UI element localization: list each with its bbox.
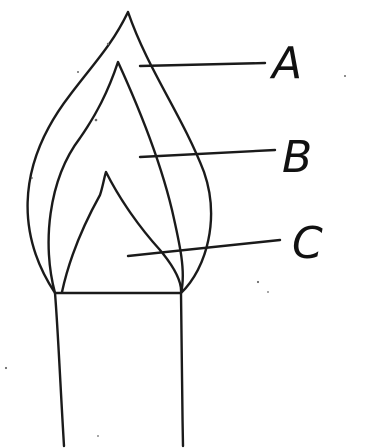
- candle-left-edge: [55, 293, 64, 446]
- candle-body: [55, 293, 183, 446]
- leader-line-b: [140, 150, 275, 157]
- leader-line-a: [140, 63, 265, 66]
- label-c: C: [292, 218, 323, 269]
- inner-flame-zone-c: [62, 172, 181, 293]
- candle-right-edge: [181, 293, 183, 446]
- label-b: B: [282, 132, 312, 183]
- label-a: A: [269, 38, 302, 89]
